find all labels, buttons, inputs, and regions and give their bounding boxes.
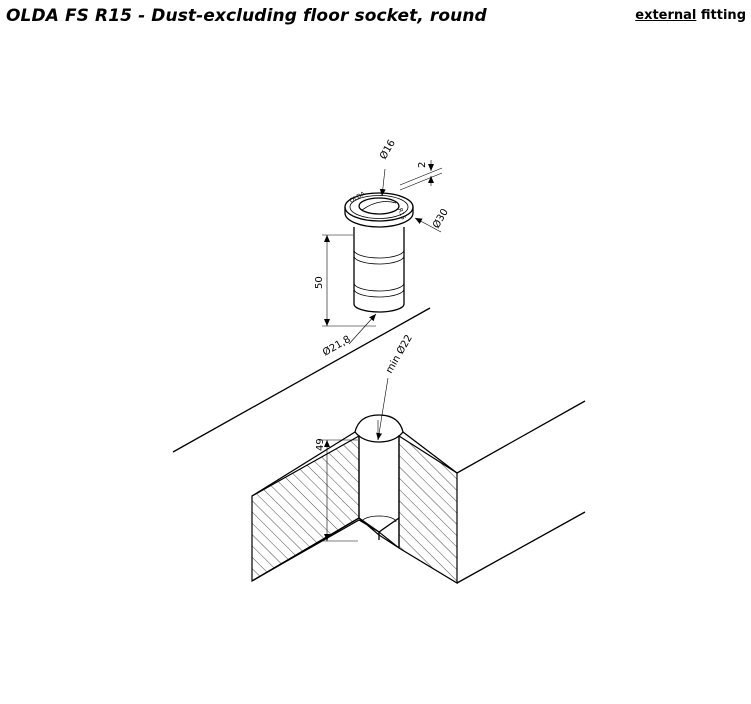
socket-flange: [344, 192, 414, 222]
socket-groove-2: [353, 255, 405, 265]
floor-section-right: [398, 434, 458, 585]
flange-marking-right: R15: [396, 207, 407, 221]
socket-body: [353, 227, 405, 313]
dim-body-height: 50: [314, 276, 325, 289]
block-bottom-back-edge: [456, 511, 586, 584]
hole-bottom: [361, 515, 397, 523]
dim-hole-diameter: min Ø22: [383, 333, 415, 376]
socket-dimensions: Ø16 2 Ø30 50 Ø21,8: [314, 138, 451, 359]
socket-flange-ring: [349, 195, 409, 219]
socket-groove-1: [353, 249, 405, 259]
fitting-type-label: external fitting: [635, 8, 746, 23]
dim-top-opening: Ø16: [377, 138, 398, 162]
floor-surface-line: [172, 307, 431, 453]
socket-groove-3: [353, 282, 405, 292]
floor-section-left: [251, 434, 360, 583]
flange-marking-left: OLDA: [349, 190, 368, 205]
socket-flange-side: [344, 207, 414, 228]
dim-hole-depth: 49: [315, 438, 326, 451]
socket-lid-line: [361, 201, 397, 211]
dim-flange-diameter: Ø30: [430, 207, 451, 231]
fitting-type-rest: fitting: [696, 8, 746, 23]
floor-socket: OLDA R15: [344, 190, 414, 313]
floor-block-section: [251, 400, 586, 585]
hole-opening: [354, 414, 404, 443]
page-title: OLDA FS R15 - Dust-excluding floor socke…: [6, 6, 487, 26]
socket-opening: [358, 197, 400, 215]
fitting-type-emphasis: external: [635, 8, 697, 23]
block-top-back-edge: [456, 400, 586, 474]
dim-rim-thickness: 2: [417, 162, 428, 168]
socket-groove-4: [353, 288, 405, 298]
